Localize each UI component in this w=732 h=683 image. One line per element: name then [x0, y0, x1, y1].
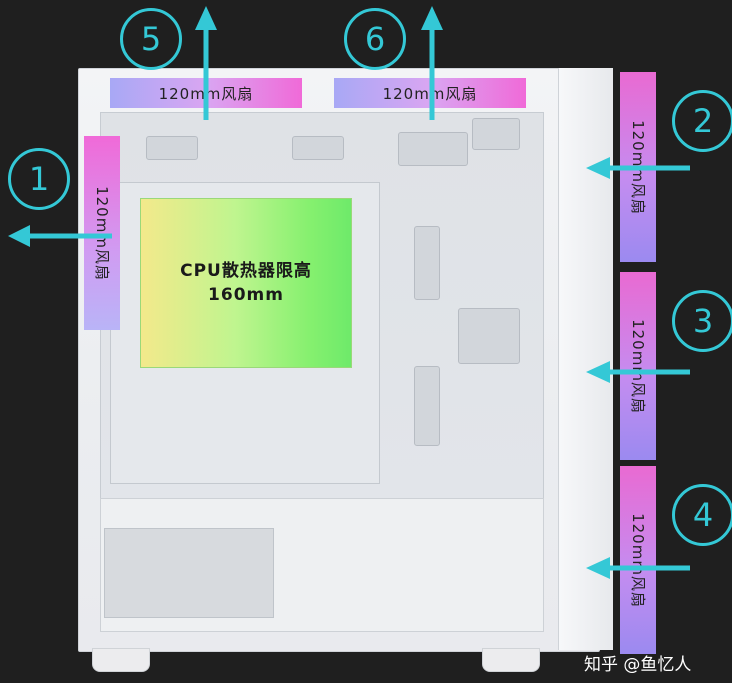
psu-window — [104, 528, 274, 618]
intake-arrow-front-1-head — [586, 157, 610, 179]
cpu-cooler-zone: CPU散热器限高 160mm — [140, 198, 352, 368]
case-foot — [482, 648, 540, 672]
marker-4: 4 — [672, 484, 732, 546]
cable-cutout — [414, 366, 440, 446]
intake-arrow-front-3-head — [586, 557, 610, 579]
io-cutout — [472, 118, 520, 150]
top-cutout — [146, 136, 198, 160]
top-fan-right-label: 120mm风扇 — [383, 83, 478, 104]
watermark: 知乎 @鱼忆人 — [584, 655, 692, 675]
cooler-label-line2: 160mm — [208, 285, 284, 305]
exhaust-arrow-rear-head — [8, 225, 30, 247]
top-cutout — [398, 132, 468, 166]
marker-2: 2 — [672, 90, 732, 152]
cable-cutout — [458, 308, 520, 364]
front-fan-2: 120mm风扇 — [620, 272, 656, 460]
case-foot — [92, 648, 150, 672]
front-fan-3: 120mm风扇 — [620, 466, 656, 654]
top-cutout — [292, 136, 344, 160]
marker-6: 6 — [344, 8, 406, 70]
marker-1: 1 — [8, 148, 70, 210]
intake-arrow-front-2-head — [586, 361, 610, 383]
marker-3: 3 — [672, 290, 732, 352]
exhaust-arrow-top-right-head — [421, 6, 443, 30]
rear-fan: 120mm风扇 — [84, 136, 120, 330]
exhaust-arrow-top-left-head — [195, 6, 217, 30]
marker-5: 5 — [120, 8, 182, 70]
cooler-label-line1: CPU散热器限高 — [180, 261, 312, 281]
cable-cutout — [414, 226, 440, 300]
